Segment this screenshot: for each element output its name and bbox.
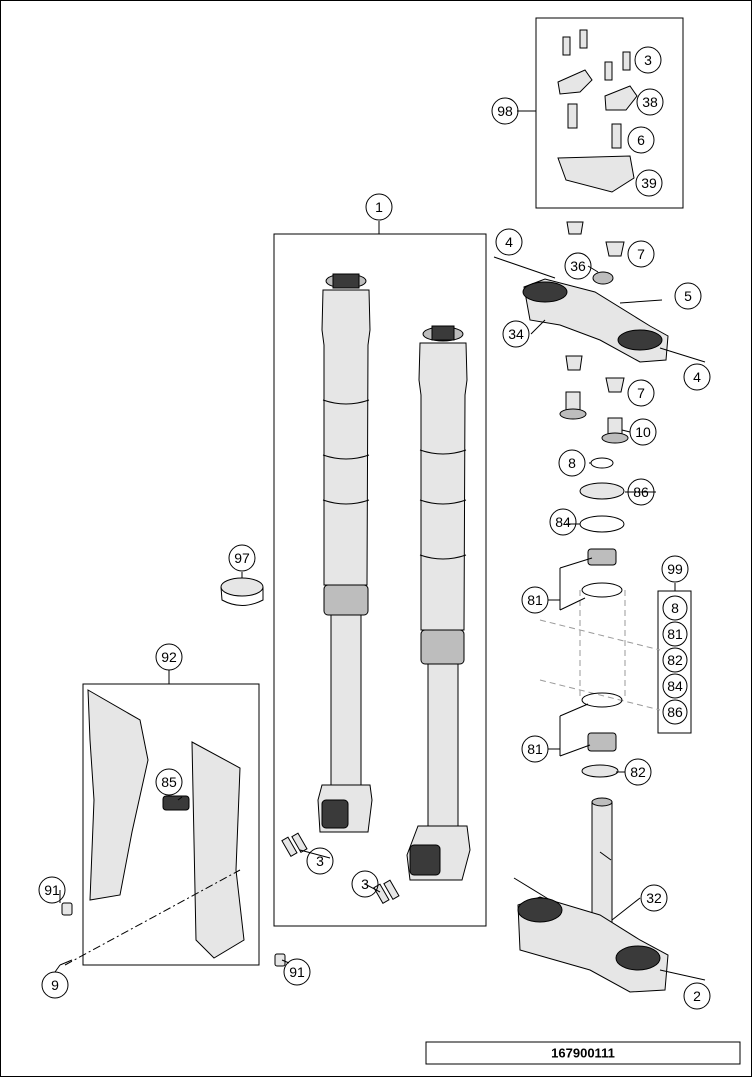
callout-7-bottom: 7 <box>627 379 655 407</box>
svg-text:97: 97 <box>234 550 250 566</box>
svg-text:1: 1 <box>375 199 383 215</box>
svg-text:38: 38 <box>642 94 658 110</box>
upper-triple-clamp <box>493 221 706 363</box>
drawing-number: 167900111 <box>551 1046 615 1061</box>
fork-screws-left <box>281 832 308 857</box>
callout-85: 85 <box>155 768 183 796</box>
callout-3-right: 3 <box>351 870 379 898</box>
kit-99-item-8: 8 <box>662 595 688 621</box>
svg-text:9: 9 <box>51 977 59 993</box>
callout-38: 38 <box>636 88 664 116</box>
svg-text:4: 4 <box>505 234 513 250</box>
svg-text:86: 86 <box>633 484 649 500</box>
callout-4-top: 4 <box>495 228 523 256</box>
lower-triple-clamp <box>513 797 706 993</box>
callout-99: 99 <box>661 555 689 583</box>
svg-text:3: 3 <box>316 853 324 869</box>
svg-text:7: 7 <box>637 246 645 262</box>
callout-32: 32 <box>640 884 668 912</box>
small-bolts <box>59 902 286 967</box>
callout-1: 1 <box>365 193 393 221</box>
headset-small-parts <box>559 355 629 533</box>
svg-text:36: 36 <box>570 258 586 274</box>
svg-text:5: 5 <box>684 288 692 304</box>
svg-text:3: 3 <box>361 876 369 892</box>
callout-84: 84 <box>549 508 577 536</box>
bearings <box>581 548 623 778</box>
callout-86: 86 <box>627 478 655 506</box>
callout-6: 6 <box>627 126 655 154</box>
callout-10: 10 <box>629 418 657 446</box>
callout-36: 36 <box>564 252 592 280</box>
steering-stem-outline <box>539 590 661 711</box>
kit-99-item-81: 81 <box>662 621 688 647</box>
kit-98-box <box>535 17 684 209</box>
callout-4-right: 4 <box>683 363 711 391</box>
ring-97 <box>220 577 264 606</box>
svg-text:91: 91 <box>44 882 60 898</box>
fork-protectors <box>64 689 245 966</box>
svg-text:82: 82 <box>667 652 683 668</box>
drawing-number-box: 167900111 <box>425 1041 741 1065</box>
svg-text:81: 81 <box>527 741 543 757</box>
svg-text:81: 81 <box>527 592 543 608</box>
fork-protector-box <box>82 683 260 966</box>
callout-81-top: 81 <box>521 586 549 614</box>
svg-text:91: 91 <box>289 964 305 980</box>
svg-text:32: 32 <box>646 890 662 906</box>
callout-98: 98 <box>491 97 519 125</box>
svg-text:8: 8 <box>671 600 679 616</box>
left-fork-leg <box>317 273 373 833</box>
callout-91-left: 91 <box>38 876 66 904</box>
svg-text:81: 81 <box>667 626 683 642</box>
callout-9: 9 <box>41 971 69 999</box>
svg-text:6: 6 <box>637 132 645 148</box>
svg-text:39: 39 <box>641 175 657 191</box>
svg-text:2: 2 <box>693 988 701 1004</box>
svg-text:10: 10 <box>635 424 651 440</box>
svg-text:3: 3 <box>644 52 652 68</box>
svg-text:82: 82 <box>630 764 646 780</box>
svg-text:98: 98 <box>497 103 513 119</box>
callout-91-right: 91 <box>283 958 311 986</box>
callout-8: 8 <box>558 449 586 477</box>
svg-text:92: 92 <box>161 649 177 665</box>
callout-34: 34 <box>502 320 530 348</box>
callout-81-bottom: 81 <box>521 735 549 763</box>
kit-99-item-84: 84 <box>662 673 688 699</box>
callout-3-kit: 3 <box>634 46 662 74</box>
callouts: 1 3 38 6 39 98 4 7 36 5 34 4 7 10 8 86 8… <box>38 46 711 1010</box>
kit-98-parts <box>557 29 638 193</box>
kit-99-list: 8 81 82 84 86 <box>662 595 688 725</box>
svg-text:4: 4 <box>693 369 701 385</box>
svg-text:86: 86 <box>667 704 683 720</box>
callout-92: 92 <box>155 643 183 671</box>
svg-text:84: 84 <box>667 678 683 694</box>
svg-text:84: 84 <box>555 514 571 530</box>
callout-5: 5 <box>674 282 702 310</box>
svg-text:99: 99 <box>667 561 683 577</box>
kit-99-item-86: 86 <box>662 699 688 725</box>
right-fork-leg <box>406 325 471 881</box>
fork-assembly-box <box>273 233 487 927</box>
callout-2: 2 <box>683 982 711 1010</box>
callout-82: 82 <box>624 758 652 786</box>
leader-lines <box>54 110 676 973</box>
kit-99-item-82: 82 <box>662 647 688 673</box>
callout-97: 97 <box>228 544 256 572</box>
callout-3-left: 3 <box>306 847 334 875</box>
callout-39: 39 <box>635 169 663 197</box>
fork-screws-right <box>373 879 400 904</box>
svg-text:8: 8 <box>568 455 576 471</box>
svg-text:34: 34 <box>508 326 524 342</box>
callout-7-top: 7 <box>627 240 655 268</box>
svg-text:7: 7 <box>637 385 645 401</box>
svg-text:85: 85 <box>161 774 177 790</box>
